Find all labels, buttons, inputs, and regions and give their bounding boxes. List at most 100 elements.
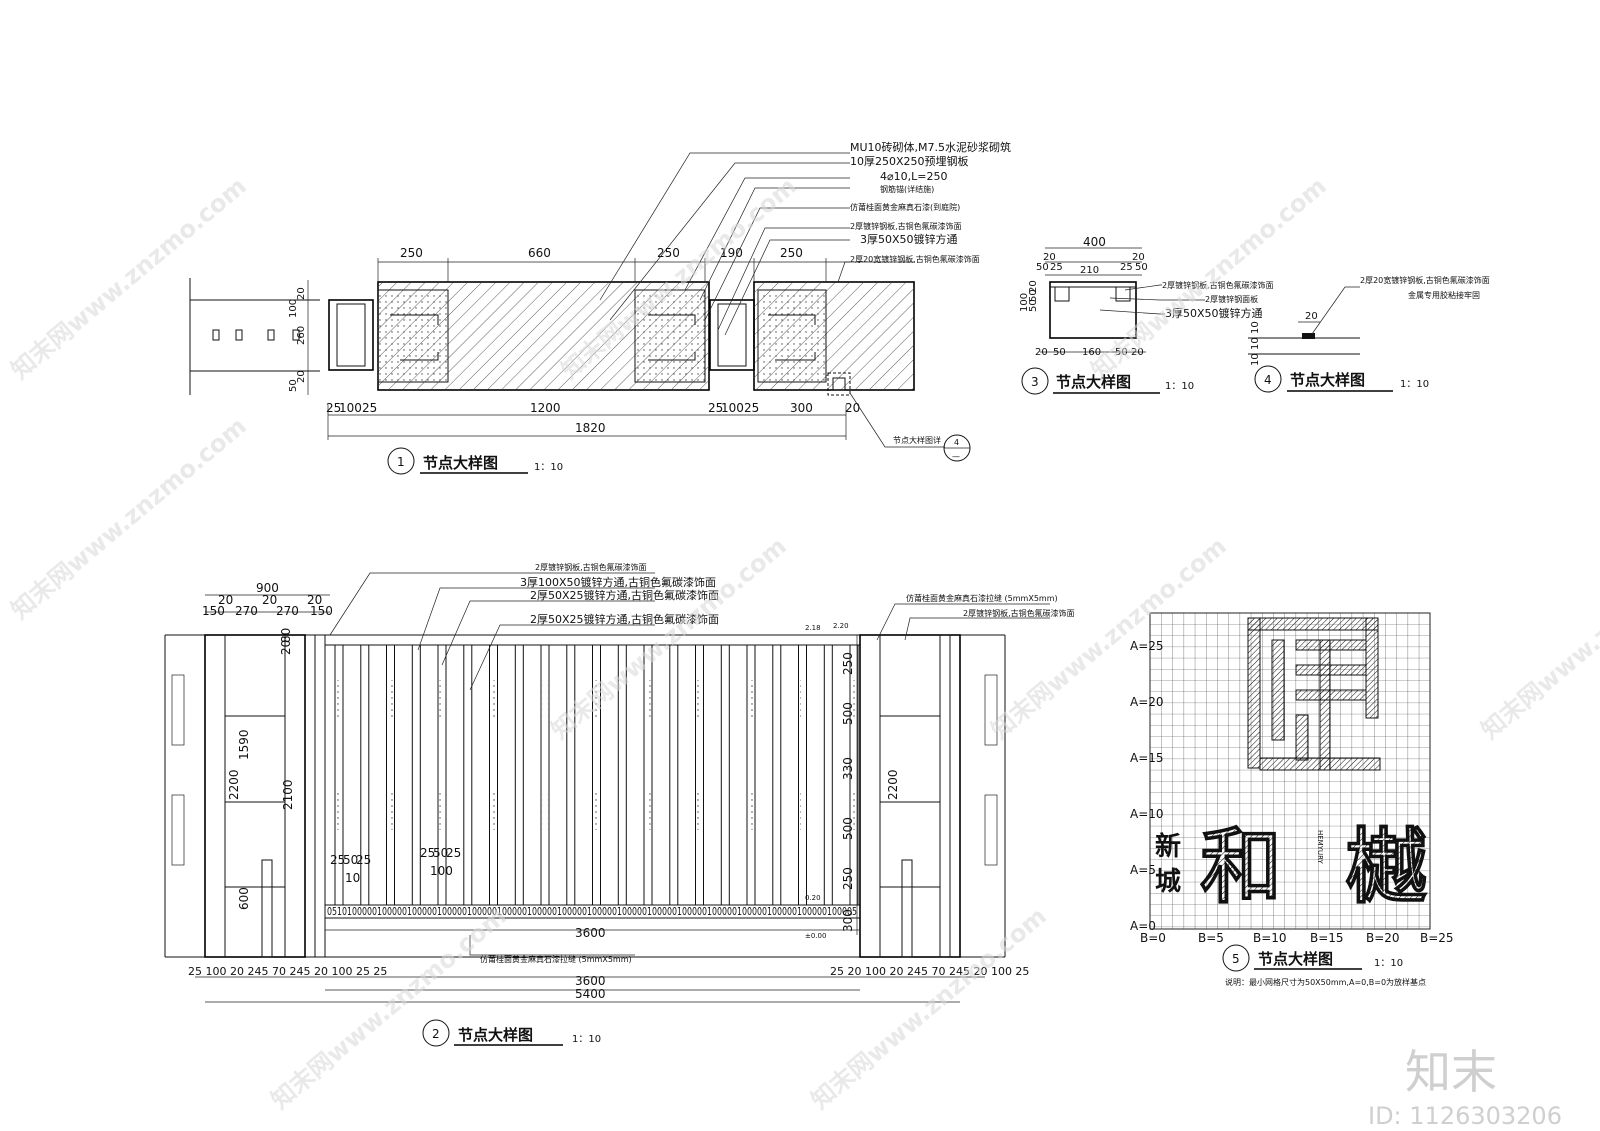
d1-dim-bmid: 1200 (530, 401, 561, 415)
d2-level-c: 0.20 (805, 894, 821, 902)
d3-dim-t3: 20 (1132, 252, 1145, 263)
d2-dim-r3: 500 (841, 817, 855, 840)
d5-a-2: A=15 (1130, 751, 1164, 765)
d1-dim-top-1: 660 (528, 246, 551, 260)
d2-s-g: 25 (446, 846, 461, 860)
d4-dim-l0: 10 (1250, 321, 1261, 334)
d1-callout-num: 4 (954, 438, 959, 447)
d5-b-3: B=15 (1310, 931, 1344, 945)
slat-texture (388, 680, 393, 720)
slat-texture (748, 680, 754, 720)
d5-char-he: 和 (1200, 819, 1282, 915)
slat-texture (491, 680, 496, 720)
d1-dim-top-4: 250 (780, 246, 803, 260)
watermark-7: 知末网www.znzmo.com (1476, 532, 1600, 745)
d5-a-1: A=20 (1130, 695, 1164, 709)
d2-level-b: 2.20 (833, 622, 849, 630)
detail-3: 400 20 20 50 25 25 50 210 100 20 50 50 2… (1019, 235, 1274, 395)
d2-scale: 1：10 (572, 1034, 601, 1045)
gate-slat (514, 644, 524, 906)
slat-texture (491, 790, 496, 830)
d2-dim-t4: 270 (235, 604, 258, 618)
d2-dim-t6: 150 (310, 604, 333, 618)
d1-title: 节点大样图 (423, 454, 498, 472)
gate-slat (772, 644, 782, 906)
d4-dim-l1: 10 (1250, 337, 1261, 350)
d3-dim-l1: 100 (1019, 293, 1030, 312)
d3-title: 节点大样图 (1056, 373, 1131, 391)
d2-level-a: 2.18 (805, 624, 821, 632)
logo-seal-mark (1247, 617, 1381, 771)
d4-title: 节点大样图 (1290, 371, 1365, 389)
d3-note-0: 2厚镀锌钢板,古铜色氟碳漆饰面 (1162, 280, 1274, 290)
d1-dim-b2: 100 (339, 401, 362, 415)
d1-title-num: 1 (397, 455, 405, 469)
d1-dim-left-3: 20 (296, 370, 307, 383)
d2-s-f: 50 (433, 846, 448, 860)
d1-note-7: 2厚20宽镀锌钢板,古铜色氟碳漆饰面 (850, 254, 980, 264)
d2-dim-3600a: 3600 (575, 926, 606, 940)
d3-dim-l3: 50 (1028, 299, 1039, 312)
detail-4: 20 10 10 10 2厚20宽镀锌钢板,古铜色氟碳漆饰面 金属专用胶粘接牢固… (1248, 275, 1490, 393)
slat-texture (542, 790, 548, 830)
d2-s-a: 25 (330, 853, 345, 867)
d3-dim-b3: 50 (1115, 347, 1128, 358)
slat-texture (800, 790, 805, 830)
watermark-1: 知末网www.znzmo.com (6, 172, 252, 385)
d1-dim-r2: 100 (721, 401, 744, 415)
slat-texture (336, 680, 342, 720)
d3-dim-t1: 50 (1036, 262, 1049, 273)
slat-texture (697, 790, 702, 830)
d5-char-yue: 樾 (1345, 819, 1428, 915)
d2-s-c: 25 (356, 853, 371, 867)
d1-dim-r4: 300 (790, 401, 813, 415)
d2-dim-l2: 2100 (281, 779, 295, 810)
d3-title-num: 3 (1031, 375, 1039, 389)
d3-dim-b0: 20 (1035, 347, 1048, 358)
slat-texture (800, 680, 805, 720)
d5-a-3: A=10 (1130, 807, 1164, 821)
d1-dim-left-0: 20 (296, 287, 307, 300)
d5-a-4: A=5 (1130, 863, 1156, 877)
d1-dim-top-0: 250 (400, 246, 423, 260)
d5-note: 说明：最小网格尺寸为50X50mm,A=0,B=0为放样基点 (1225, 977, 1426, 987)
d5-b-1: B=5 (1198, 931, 1224, 945)
slat-texture (336, 790, 342, 830)
slat-texture (439, 680, 445, 720)
watermark-4: 知末网www.znzmo.com (6, 412, 252, 625)
d2-s-e: 25 (420, 846, 435, 860)
d1-callout-text: 节点大样图详 (893, 435, 941, 445)
d1-callout-sub: — (952, 452, 960, 461)
d1-note-4: 仿莆桂面黄金麻真石漆(到庭院) (850, 202, 960, 212)
slat-texture (851, 790, 857, 830)
d1-note-1: 10厚250X250预埋钢板 (850, 154, 969, 168)
d5-small-vertical: HEMYURY (1316, 830, 1324, 865)
d5-a-5: A=0 (1130, 919, 1156, 933)
d1-dim-r3: 25 (744, 401, 759, 415)
d2-dim-r0: 250 (841, 652, 855, 675)
d2-dim-t5: 270 (276, 604, 299, 618)
d4-title-num: 4 (1264, 373, 1272, 387)
detail-5: A=25 A=20 A=15 A=10 A=5 A=0 B=0 B=5 B=10… (1130, 612, 1454, 987)
d2-dim-r4: 250 (841, 867, 855, 890)
d1-dim-left-1: 100 (288, 299, 299, 318)
d2-note-5: 2厚镀锌钢板,古铜色氟碳漆饰面 (963, 608, 1075, 618)
d2-bottom-right: 25 20 100 20 245 70 245 20 100 25 (830, 965, 1029, 978)
d1-dim-left-2: 260 (296, 326, 307, 345)
d4-scale: 1：10 (1400, 379, 1429, 390)
d5-char-cheng: 城 (1155, 867, 1181, 897)
d5-a-0: A=25 (1130, 639, 1164, 653)
d3-note-2: 3厚50X50镀锌方通 (1165, 306, 1263, 320)
d2-dim-t0: 20 (218, 593, 233, 607)
gate-slat (463, 644, 473, 906)
d5-scale: 1：10 (1374, 958, 1403, 969)
d3-dim-l0: 20 (1028, 280, 1039, 293)
d1-dim-top-3: 190 (720, 246, 743, 260)
d4-note-0: 2厚20宽镀锌钢板,古铜色氟碳漆饰面 (1360, 275, 1490, 285)
watermark-8: 知末网www.znzmo.com (266, 902, 512, 1115)
d2-note-4: 仿莆桂面黄金麻真石漆拉缝 (5mmX5mm) (906, 593, 1058, 603)
d1-note-2: 4⌀10,L=250 (880, 170, 947, 183)
d2-dim-r5: 300 (841, 909, 855, 932)
d3-dim-b1: 50 (1053, 347, 1066, 358)
d3-dim-t2: 25 (1050, 262, 1063, 273)
